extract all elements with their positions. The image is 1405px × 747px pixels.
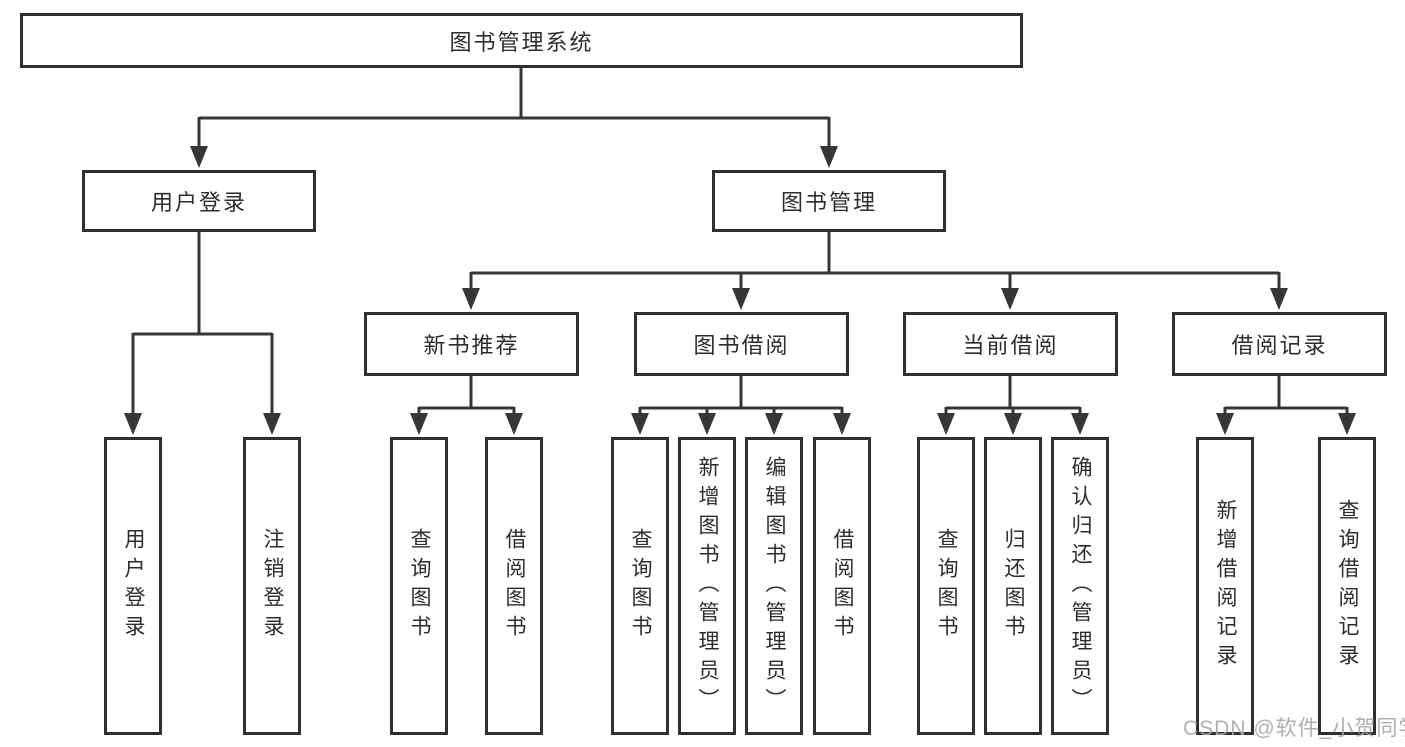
arrowhead-borrowing-records [1270,288,1288,310]
connector-book-management-branch [469,232,1281,292]
leaf-add-borrow-record: 新增借阅记录 [1196,437,1254,735]
arrowhead-leaf-add-borrow-record [1216,413,1234,435]
leaf-return-books: 归还图书 [984,437,1042,735]
arrowhead-book-management-node [820,146,838,168]
leaf-query-borrow-record: 查询借阅记录 [1318,437,1376,735]
node-book-management: 图书管理 [712,170,946,232]
csdn-watermark: CSDN @软件_小贺同学 [1183,717,1405,740]
node-user-login: 用户登录 [82,170,316,232]
leaf-borrow-books-borrowing: 借阅图书 [813,437,871,735]
node-library-management-system: 图书管理系统 [20,13,1023,68]
arrowhead-new-book-recommendation [462,288,480,310]
connector-root-to-level2 [197,68,831,150]
leaf-confirm-return-admin: 确认归还（管理员） [1051,437,1109,735]
arrowhead-leaf-logout [263,413,281,435]
connector-new-book-recommendation-branch [417,376,516,418]
leaf-query-books-borrowing: 查询图书 [611,437,669,735]
arrowhead-leaf-query-borrow-record [1338,413,1356,435]
node-book-borrowing: 图书借阅 [634,312,849,376]
arrowhead-leaf-user-login [124,413,142,435]
arrowhead-user-login-node [190,146,208,168]
leaf-logout-login: 注销登录 [243,437,301,735]
arrowhead-leaf-borrow-books-2 [833,413,851,435]
leaf-add-book-admin: 新增图书（管理员） [678,437,736,735]
leaf-borrow-books-newrec: 借阅图书 [485,437,543,735]
arrowhead-leaf-return-books [1004,413,1022,435]
leaf-user-login: 用户登录 [104,437,162,735]
arrowhead-leaf-confirm-return [1071,413,1089,435]
connector-borrowing-records-branch [1223,376,1349,418]
arrowhead-leaf-borrow-books-1 [505,413,523,435]
connector-user-login-branch [131,232,274,417]
arrowhead-leaf-edit-book [765,413,783,435]
arrowhead-leaf-query-books-2 [631,413,649,435]
arrowhead-leaf-add-book [698,413,716,435]
leaf-edit-book-admin: 编辑图书（管理员） [745,437,803,735]
arrowhead-book-borrowing [732,288,750,310]
node-borrowing-records: 借阅记录 [1172,312,1387,376]
arrowhead-leaf-query-books-1 [410,413,428,435]
leaf-query-books-newrec: 查询图书 [390,437,448,735]
arrowhead-current-borrowing [1001,288,1019,310]
arrowhead-leaf-query-books-3 [937,413,955,435]
connector-current-borrowing-branch [944,376,1082,418]
connector-book-borrowing-branch [638,376,844,418]
node-current-borrowing: 当前借阅 [903,312,1118,376]
leaf-query-books-current: 查询图书 [917,437,975,735]
node-new-book-recommendation: 新书推荐 [364,312,579,376]
